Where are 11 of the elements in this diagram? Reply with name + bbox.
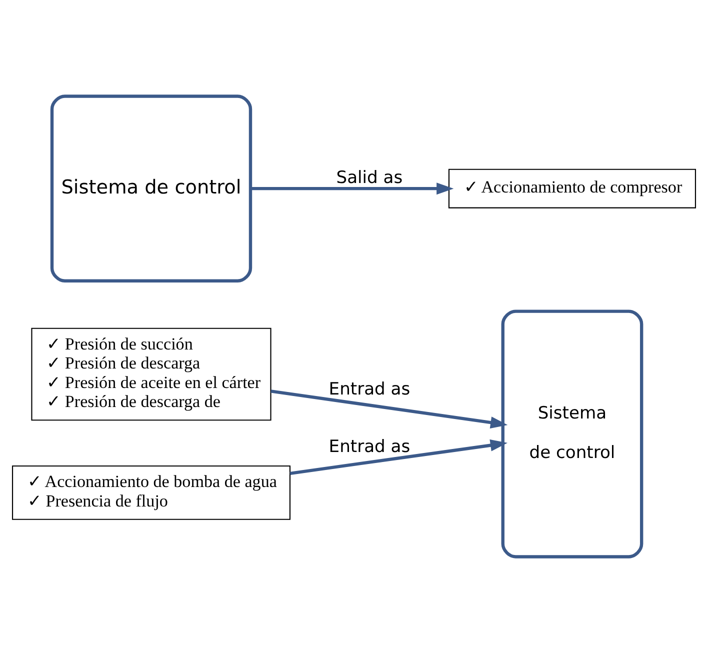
node-box: ✓ Presión de succión ✓ Presión de descarga ✓ Presión de aceite en el cárter ✓ Presión de descarga de: [31, 328, 272, 421]
node-box: ✓ Accionamiento de compresor: [448, 168, 696, 208]
node-box: Sistema de control: [501, 310, 644, 558]
node-box: Sistema de control: [50, 94, 252, 282]
edge-label: Salid as: [336, 168, 403, 188]
edge-label: Entrad as: [328, 379, 410, 400]
node-box: ✓ Accionamiento de bomba de agua ✓ Presencia de flujo: [12, 466, 290, 520]
arrow: [250, 182, 454, 195]
edge-label: Entrad as: [328, 436, 410, 457]
arrow: [270, 390, 508, 428]
arrow: [290, 439, 508, 475]
